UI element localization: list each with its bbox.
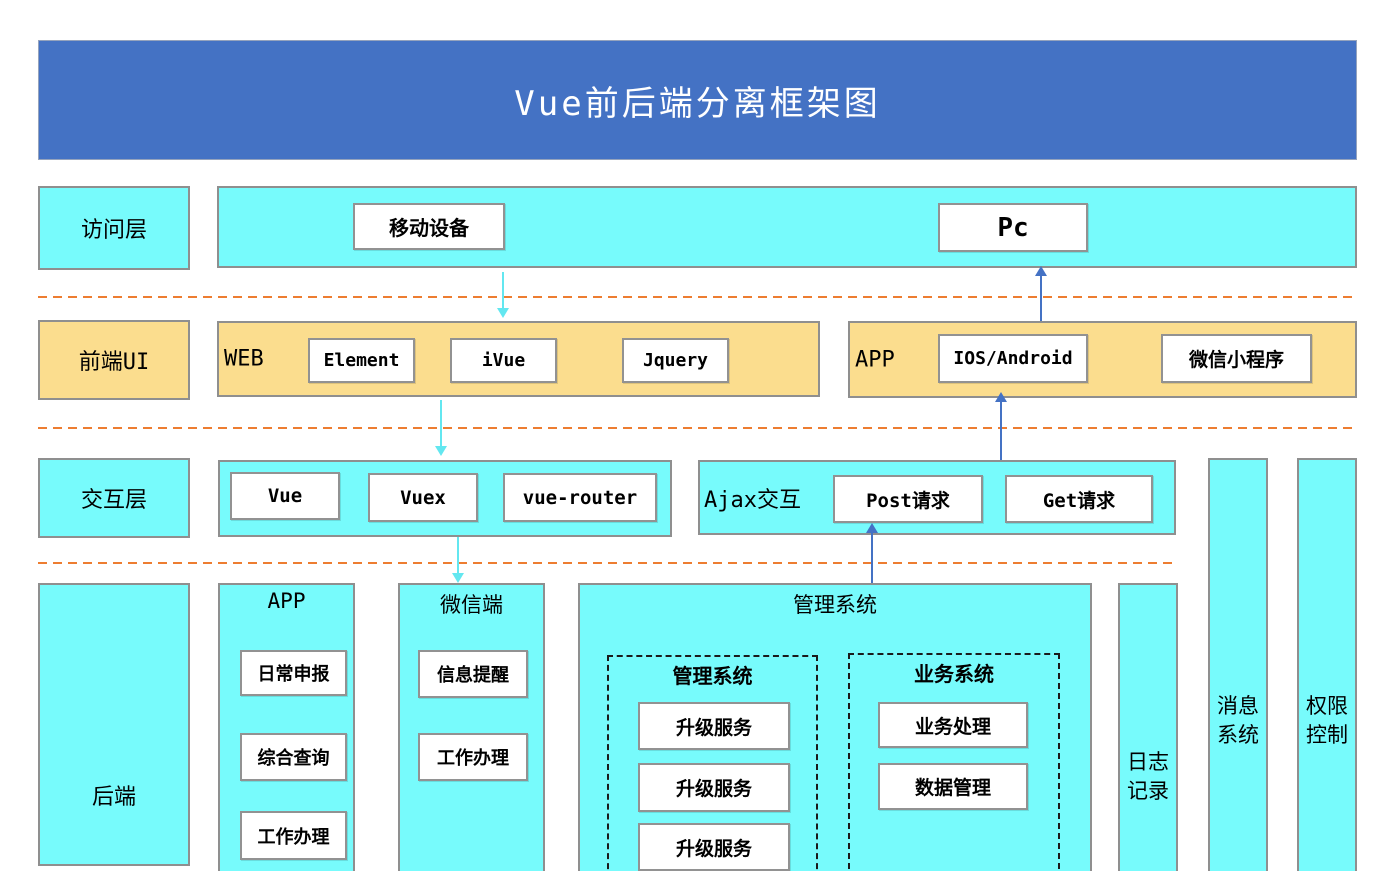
diagram-title: Vue前后端分离框架图 <box>514 83 881 124</box>
info-reminder-label: 信息提醒 <box>437 665 509 686</box>
message-system-column: 消息 系统 <box>1208 458 1268 871</box>
title-banner: Vue前后端分离框架图 <box>38 40 1357 160</box>
management-system-title: 管理系统 <box>793 593 877 617</box>
jquery-label: Jquery <box>642 350 709 371</box>
work-handling-label-2: 工作办理 <box>437 748 509 769</box>
upgrade-service-box-3: 升级服务 <box>638 823 790 871</box>
vuex-box: Vuex <box>368 473 478 522</box>
mobile-device-label: 移动设备 <box>389 216 469 240</box>
log-record-column: 日志 记录 <box>1118 583 1178 871</box>
mobile-device-box: 移动设备 <box>353 203 505 250</box>
work-handling-box: 工作办理 <box>240 811 347 860</box>
work-handling-label: 工作办理 <box>257 826 330 848</box>
app-bar-label: APP <box>855 347 895 372</box>
data-management-label: 数据管理 <box>914 777 991 799</box>
separator-frontend-interaction <box>38 427 1357 429</box>
daily-report-label: 日常申报 <box>257 664 330 685</box>
data-management-box: 数据管理 <box>878 763 1028 810</box>
pc-box: Pc <box>938 203 1088 252</box>
interaction-layer-label: 交互层 <box>38 458 190 538</box>
arrow-management-to-post <box>866 523 878 583</box>
ajax-bar-label: Ajax交互 <box>704 487 801 513</box>
arrow-vue-to-wechat <box>452 537 464 583</box>
vue-box: Vue <box>230 472 340 520</box>
upgrade-service-label-1: 升级服务 <box>675 716 752 739</box>
comprehensive-query-box: 综合查询 <box>240 733 347 781</box>
permission-control-column: 权限 控制 <box>1297 458 1357 871</box>
info-reminder-box: 信息提醒 <box>418 650 528 698</box>
backend-label-text: 后端 <box>91 785 136 810</box>
management-subsystem-box: 管理系统 <box>607 655 818 871</box>
access-layer-label-text: 访问层 <box>80 218 147 243</box>
business-subsystem-box: 业务系统 <box>848 653 1060 871</box>
get-request-label: Get请求 <box>1042 489 1116 512</box>
frontend-ui-label-text: 前端UI <box>78 350 150 375</box>
upgrade-service-box-2: 升级服务 <box>638 763 790 812</box>
vue-router-box: vue-router <box>503 473 657 522</box>
upgrade-service-label-2: 升级服务 <box>675 778 752 800</box>
work-handling-box-2: 工作办理 <box>418 733 528 781</box>
daily-report-box: 日常申报 <box>240 650 347 696</box>
arrow-mobile-to-web <box>497 272 509 318</box>
get-request-box: Get请求 <box>1005 475 1153 523</box>
ivue-label: iVue <box>481 350 526 371</box>
vue-router-label: vue-router <box>522 486 638 509</box>
access-layer-label: 访问层 <box>38 186 190 270</box>
element-box: Element <box>308 338 415 383</box>
jquery-box: Jquery <box>622 338 729 383</box>
upgrade-service-label-3: 升级服务 <box>675 837 752 860</box>
business-processing-label: 业务处理 <box>914 715 991 738</box>
frontend-ui-label: 前端UI <box>38 320 190 400</box>
backend-label-column: 后端 <box>38 583 190 866</box>
upgrade-service-box-1: 升级服务 <box>638 702 790 750</box>
ivue-box: iVue <box>450 338 557 383</box>
interaction-layer-label-text: 交互层 <box>80 488 147 513</box>
wechat-miniprogram-label: 微信小程序 <box>1188 349 1284 371</box>
arrow-ajax-to-ios <box>995 392 1007 460</box>
vuex-label: Vuex <box>400 486 446 509</box>
post-request-label: Post请求 <box>866 489 950 512</box>
arrow-web-to-vue <box>435 400 447 456</box>
vue-label: Vue <box>267 485 303 507</box>
element-label: Element <box>323 350 400 371</box>
backend-wechat-column: 微信端 <box>398 583 545 871</box>
management-subsystem-title: 管理系统 <box>672 664 753 688</box>
wechat-miniprogram-box: 微信小程序 <box>1161 334 1312 383</box>
business-processing-box: 业务处理 <box>878 702 1028 748</box>
business-subsystem-title: 业务系统 <box>914 662 994 686</box>
web-bar-label: WEB <box>224 346 264 372</box>
app-bar: APP <box>848 321 1357 398</box>
post-request-box: Post请求 <box>833 475 983 523</box>
log-record-label: 日志 记录 <box>1127 750 1169 803</box>
comprehensive-query-label: 综合查询 <box>257 748 330 769</box>
ios-android-label: IOS/Android <box>953 348 1073 369</box>
separator-access-frontend <box>38 296 1357 298</box>
backend-app-column-title: APP <box>267 589 306 613</box>
separator-interaction-backend <box>38 562 1178 564</box>
backend-wechat-column-title: 微信端 <box>440 593 503 617</box>
arrow-app-to-pc <box>1035 266 1047 321</box>
message-system-label: 消息 系统 <box>1217 694 1259 747</box>
ios-android-box: IOS/Android <box>938 334 1088 383</box>
permission-control-label: 权限 控制 <box>1306 694 1348 747</box>
pc-label: Pc <box>997 212 1029 243</box>
